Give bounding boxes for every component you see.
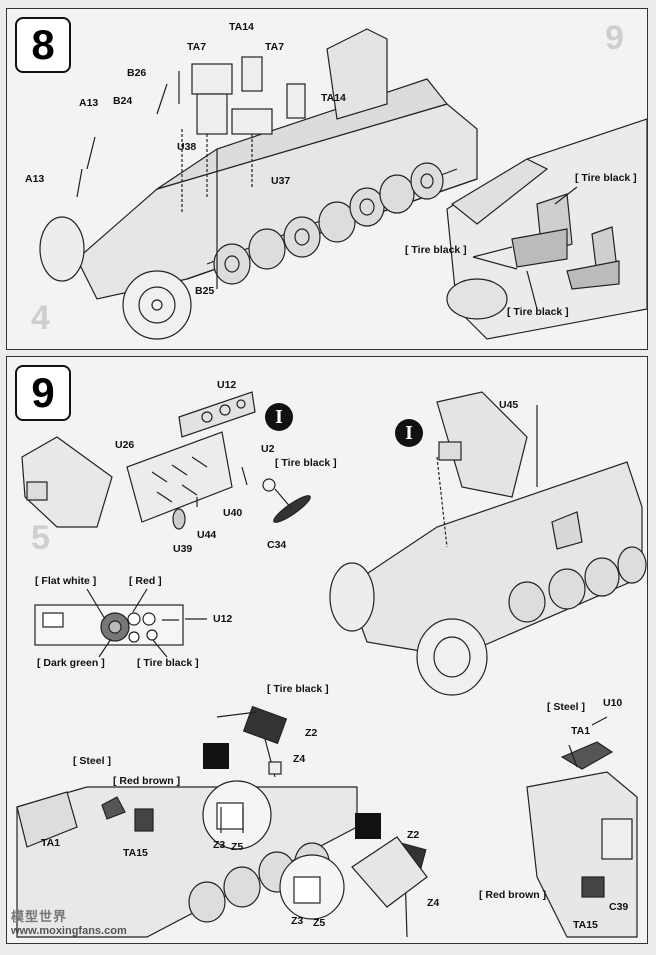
cement-icon [355, 813, 381, 839]
paint-callout-tire-black: Tire black [137, 657, 199, 669]
part-label-ta15: TA15 [123, 847, 148, 859]
paint-callout-tire-black: Tire black [267, 683, 329, 695]
part-label-ta1: TA1 [571, 725, 591, 737]
part-label-z4: Z4 [427, 897, 440, 909]
part-label-z4: Z4 [293, 753, 306, 765]
step-number-8: 8 [15, 17, 71, 73]
step-9-panel: 9 5 [6, 356, 648, 944]
part-label-ta7: TA7 [265, 41, 285, 53]
part-label-z3: Z3 [291, 915, 304, 927]
part-label-u2: U2 [261, 443, 275, 455]
cement-icon [203, 743, 229, 769]
step-8-vehicle-drawing [39, 28, 647, 340]
step-number-9: 9 [15, 365, 71, 421]
part-label-ta14: TA14 [321, 92, 346, 104]
paint-callout-tire-black: Tire black [507, 306, 569, 318]
ghost-step-number-bottom: 4 [31, 299, 50, 337]
paint-callout-flat-white: Flat white [35, 575, 96, 587]
paint-callout-steel: Steel [547, 701, 585, 713]
part-label-z2: Z2 [407, 829, 420, 841]
part-label-u26: U26 [115, 439, 135, 451]
part-label-c39: C39 [609, 901, 629, 913]
part-label-u38: U38 [177, 141, 197, 153]
part-label-z3: Z3 [213, 839, 226, 851]
paint-callout-tire-black: Tire black [575, 172, 637, 184]
paint-callout-red: Red [129, 575, 162, 587]
step-9-assembly-drawing [16, 391, 647, 938]
paint-callout-red-brown: Red brown [479, 889, 546, 901]
part-label-b26: B26 [127, 67, 147, 79]
subassembly-marker-i: I [265, 403, 293, 431]
part-label-u37: U37 [271, 175, 291, 187]
part-label-u10: U10 [603, 697, 623, 709]
part-label-u39: U39 [173, 543, 193, 555]
part-label-z5: Z5 [313, 917, 326, 929]
part-label-u45: U45 [499, 399, 519, 411]
part-label-a13: A13 [25, 173, 45, 185]
part-label-u44: U44 [197, 529, 217, 541]
ghost-step-number: 5 [31, 519, 50, 557]
part-label-z5: Z5 [231, 841, 244, 853]
watermark-logo: 模型世界 [11, 909, 68, 924]
ghost-step-number: 9 [605, 19, 624, 57]
part-label-c34: C34 [267, 539, 287, 551]
paint-callout-steel: Steel [73, 755, 111, 767]
paint-callout-dark-green: Dark green [37, 657, 105, 669]
part-label-u12: U12 [217, 379, 237, 391]
paint-callout-tire-black: Tire black [405, 244, 467, 256]
part-label-ta1: TA1 [41, 837, 61, 849]
part-label-u12: U12 [213, 613, 233, 625]
part-label-ta15: TA15 [573, 919, 598, 931]
watermark-url: www.moxingfans.com [11, 925, 127, 937]
part-label-z2: Z2 [305, 727, 318, 739]
paint-callout-tire-black: Tire black [275, 457, 337, 469]
part-label-a13: A13 [79, 97, 99, 109]
part-label-ta7: TA7 [187, 41, 207, 53]
subassembly-marker-i: I [395, 419, 423, 447]
step-8-panel: 8 9 4 [6, 8, 648, 350]
part-label-b25: B25 [195, 285, 215, 297]
part-label-ta14: TA14 [229, 21, 254, 33]
part-label-b24: B24 [113, 95, 133, 107]
part-label-u40: U40 [223, 507, 243, 519]
paint-callout-red-brown: Red brown [113, 775, 180, 787]
